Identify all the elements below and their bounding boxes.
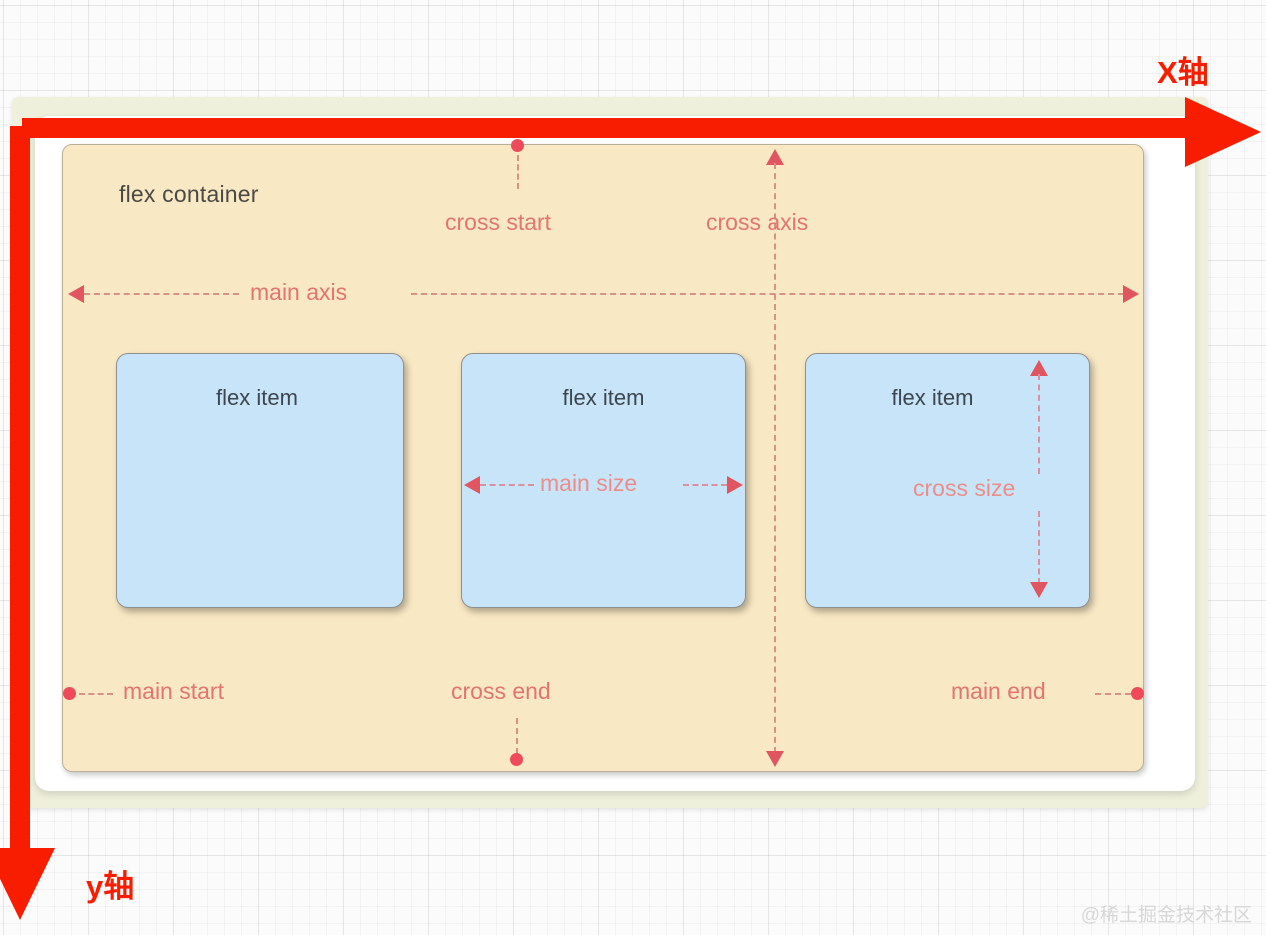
y-axis-arrow-head-icon bbox=[0, 848, 55, 920]
watermark: @稀土掘金技术社区 bbox=[1080, 905, 1252, 926]
main-axis-arrow-right bbox=[1123, 285, 1139, 303]
main-size-arrow-right bbox=[727, 476, 743, 494]
main-size-arrow-left bbox=[464, 476, 480, 494]
cross-start-dash bbox=[517, 155, 519, 189]
cross-axis-arrow-up bbox=[766, 149, 784, 165]
cross-start-dot bbox=[511, 139, 524, 152]
cross-size-dash-bottom bbox=[1038, 511, 1040, 584]
cross-axis-line bbox=[774, 163, 776, 753]
main-size-dash-left bbox=[480, 484, 534, 486]
flex-item-label: flex item bbox=[562, 385, 645, 410]
x-axis-arrow-shaft bbox=[22, 118, 1205, 138]
main-axis-arrow-left bbox=[68, 285, 84, 303]
cross-end-dot bbox=[510, 753, 523, 766]
cross-axis-label: cross axis bbox=[706, 209, 809, 235]
flex-item-3: flex item cross size bbox=[805, 353, 1090, 608]
main-start-label: main start bbox=[123, 678, 224, 704]
main-end-dash bbox=[1095, 693, 1131, 695]
main-axis-line-right bbox=[411, 293, 1124, 295]
main-axis-line-left bbox=[84, 293, 239, 295]
main-size-dash-right bbox=[683, 484, 727, 486]
main-start-dot bbox=[63, 687, 76, 700]
y-axis-label: y轴 bbox=[86, 869, 135, 904]
flex-container-label: flex container bbox=[119, 181, 259, 207]
cross-end-dash bbox=[516, 718, 518, 754]
flex-item-label: flex item bbox=[216, 385, 298, 410]
cross-size-arrow-up bbox=[1030, 360, 1048, 376]
flex-item-1: flex item bbox=[116, 353, 404, 608]
cross-size-dash-top bbox=[1038, 374, 1040, 474]
cross-axis-arrow-down bbox=[766, 751, 784, 767]
main-start-dash bbox=[79, 693, 113, 695]
main-size-label: main size bbox=[540, 470, 638, 496]
x-axis-label: X轴 bbox=[1157, 55, 1209, 90]
flex-item-2: flex item main size bbox=[461, 353, 746, 608]
main-end-label: main end bbox=[951, 678, 1046, 704]
y-axis-arrow-shaft bbox=[10, 126, 30, 866]
flex-item-label: flex item bbox=[891, 385, 974, 410]
cross-size-arrow-down bbox=[1030, 582, 1048, 598]
main-end-dot bbox=[1131, 687, 1144, 700]
cross-start-label: cross start bbox=[445, 209, 552, 235]
cross-end-label: cross end bbox=[451, 678, 551, 704]
main-axis-label: main axis bbox=[250, 279, 348, 305]
cross-size-label: cross size bbox=[913, 475, 1016, 501]
x-axis-arrow-head-icon bbox=[1185, 97, 1261, 167]
